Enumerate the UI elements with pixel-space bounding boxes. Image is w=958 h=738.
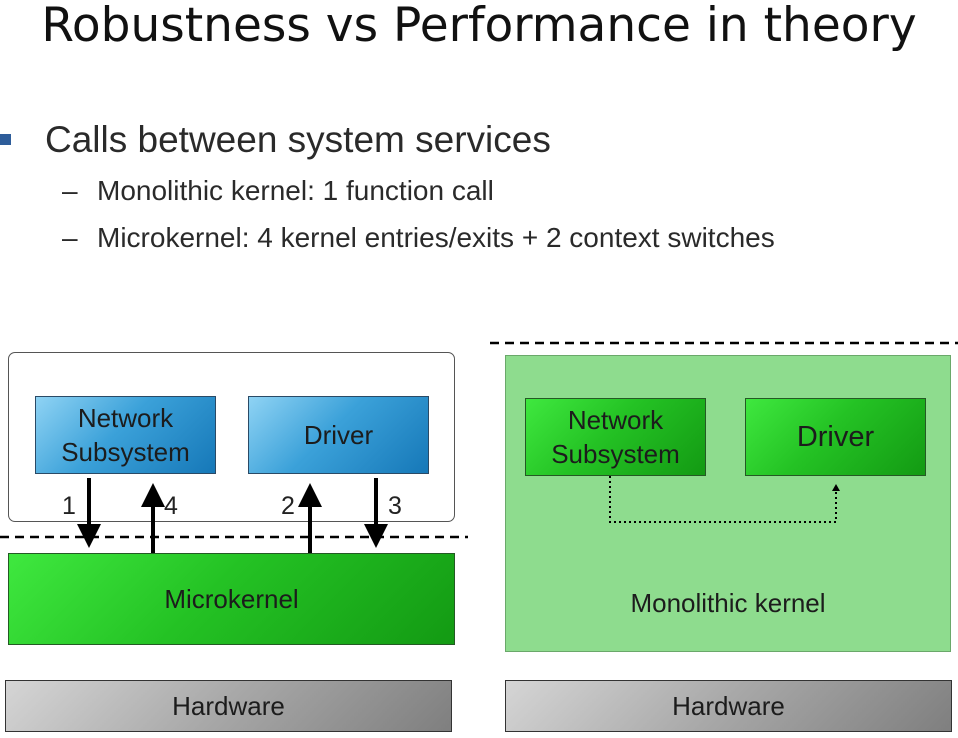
- arrow-label-1: 1: [62, 492, 76, 520]
- mono-network-label-line1: Network: [567, 405, 664, 435]
- monolithic-kernel-label: Monolithic kernel: [630, 588, 826, 618]
- subbullet-monolithic: Monolithic kernel: 1 function call: [97, 175, 494, 206]
- mono-network-label-line2: Subsystem: [551, 439, 680, 469]
- mono-network-subsystem-box: Network Subsystem: [525, 398, 706, 476]
- micro-hardware-label: Hardware: [172, 690, 285, 721]
- mono-function-call-arrow: [609, 476, 840, 523]
- micro-hardware-box: Hardware: [5, 680, 452, 732]
- dash-icon: –: [62, 175, 78, 206]
- microkernel-label: Microkernel: [164, 583, 299, 614]
- mono-driver-label: Driver: [796, 420, 875, 453]
- arrow-label-4: 4: [164, 492, 178, 520]
- dash-icon: –: [62, 222, 78, 253]
- subbullet-microkernel: Microkernel: 4 kernel entries/exits + 2 …: [97, 222, 775, 253]
- micro-network-label-line1: Network: [77, 403, 174, 433]
- micro-driver-label: Driver: [303, 420, 374, 450]
- micro-network-label-line2: Subsystem: [61, 437, 190, 467]
- microkernel-box: Microkernel: [8, 553, 455, 645]
- arrow-label-2: 2: [281, 492, 295, 520]
- mono-hardware-box: Hardware: [505, 680, 952, 732]
- main-bullet: Calls between system services: [45, 119, 551, 160]
- mono-driver-box: Driver: [745, 398, 926, 476]
- micro-network-subsystem-box: Network Subsystem: [35, 396, 216, 474]
- micro-driver-box: Driver: [248, 396, 429, 474]
- slide-title: Robustness vs Performance in theory: [41, 0, 917, 53]
- mono-hardware-label: Hardware: [672, 690, 785, 721]
- arrow-label-3: 3: [388, 492, 402, 520]
- bullet-square-icon: [0, 134, 11, 145]
